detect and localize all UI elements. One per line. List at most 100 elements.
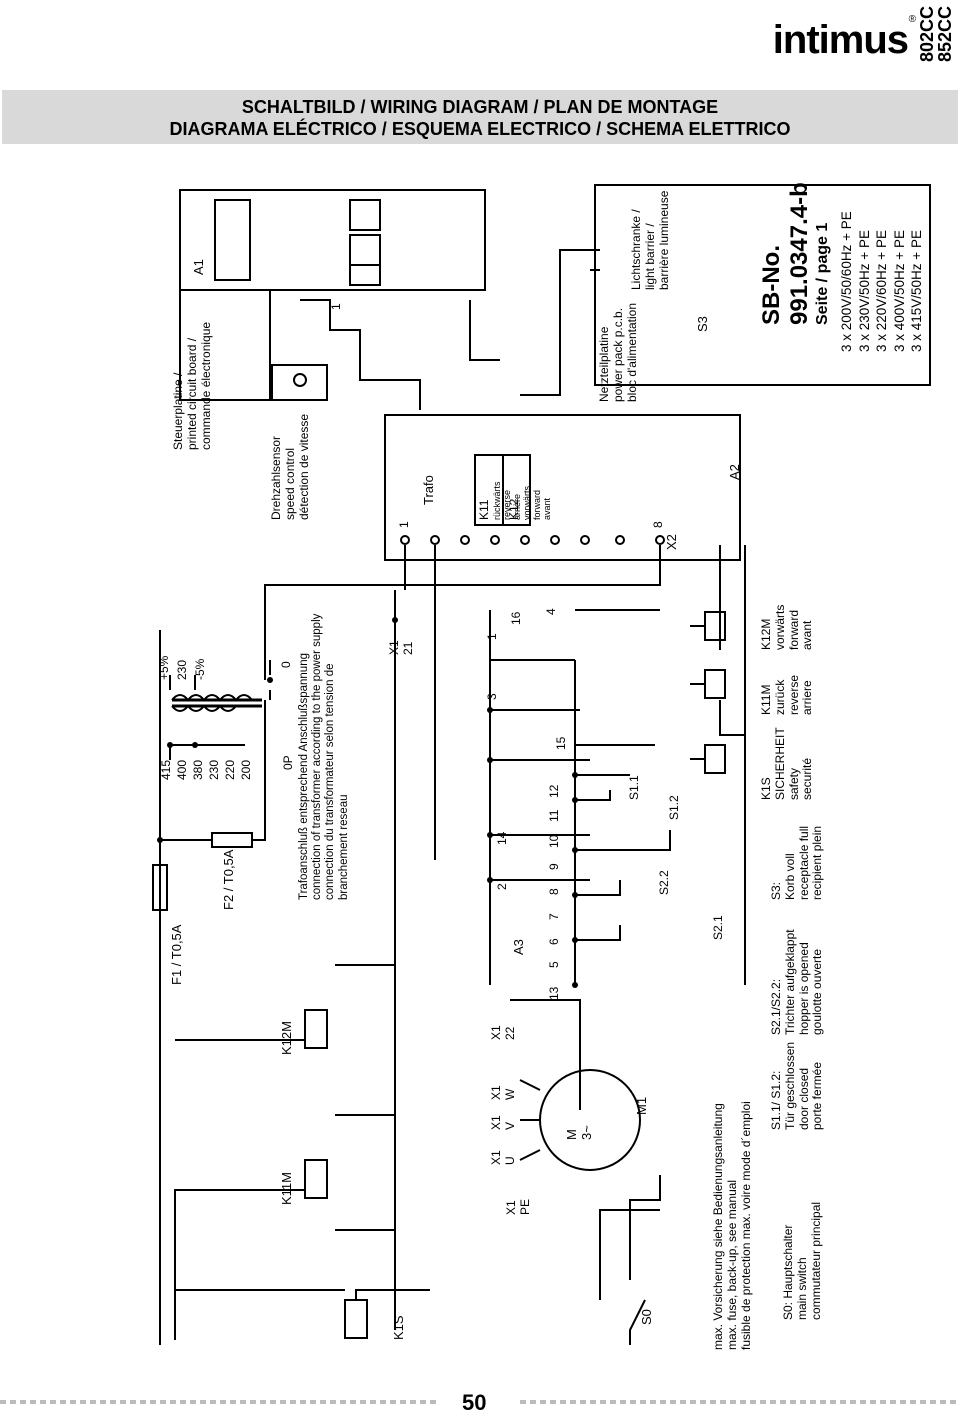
board-a1-en: printed circuit board / xyxy=(184,337,199,450)
a3-term-6: 6 xyxy=(547,938,561,945)
contactor-k11m-label: K11M xyxy=(279,1172,294,1205)
a3-term-9: 9 xyxy=(547,863,561,870)
sb-number: 991.0347.4-b xyxy=(786,182,813,325)
legend-s0-title: S0: Hauptschalter xyxy=(781,1224,795,1320)
legend-s0: S0: Hauptschalter main switch commutateu… xyxy=(781,1201,823,1320)
relay-k12-fr: avant xyxy=(542,497,553,520)
s22-label: S2.2 xyxy=(657,870,671,895)
board-a2-label: A2 xyxy=(727,464,742,480)
coil-k12m-fr: avant xyxy=(800,620,815,650)
legend-s0-fr: commutateur principal xyxy=(808,1201,823,1320)
sb-no-label: SB-No. xyxy=(758,245,785,325)
connector-x2-pin8: 8 xyxy=(651,521,665,528)
power-pack-fr: bloc d'alimentation xyxy=(624,302,639,402)
relay-k11-de: rückwärts xyxy=(491,481,502,520)
legend-s11-title: S1.1/ S1.2: xyxy=(769,1070,783,1130)
coil-k12m-en: forward xyxy=(786,609,801,650)
coil-k1s-label: K1S SICHERHEIT safety securité xyxy=(759,727,815,800)
legend-s3-de: Korb voll xyxy=(782,853,797,900)
light-barrier-en: light barrier / xyxy=(642,223,657,290)
a3-term-7: 7 xyxy=(547,913,561,920)
power-pack-en: power pack p.c.b. xyxy=(610,307,625,402)
page-number-box xyxy=(440,1385,520,1420)
connector-x2-pin1: 1 xyxy=(397,521,411,528)
legend-s3-fr: recipient plein xyxy=(810,825,825,900)
relay-k12-label: K12 vorwärts forward avant xyxy=(507,485,553,520)
contact-n4: 4 xyxy=(544,608,558,615)
s3-label: S3 xyxy=(695,316,710,332)
terminal-x1-21-prefix: X1 xyxy=(387,640,401,655)
motor-m: M xyxy=(564,1129,579,1140)
terminal-pe: PE xyxy=(517,1198,532,1215)
relay-k12-title: K12 xyxy=(507,498,521,520)
coil-k11m-en: reverse xyxy=(786,674,801,715)
voltage-220: 3 x 220V/60Hz + PE xyxy=(874,230,890,352)
legend-s3: S3: Korb voll receptacle full recipient … xyxy=(769,825,825,900)
legend-s21-en: hopper is opened xyxy=(796,942,811,1035)
main-switch-label: S0 xyxy=(639,1309,654,1325)
model-852cc: 852CC xyxy=(935,5,955,62)
coil-k12m-label: K12M vorwärts forward avant xyxy=(759,605,815,650)
sensor-fr: détection de vitesse xyxy=(296,413,311,520)
a3-term-10: 10 xyxy=(547,834,561,848)
legend-fuse-note: max. Vorsicherung siehe Bedienungsanleit… xyxy=(711,1101,753,1350)
terminal-22: 22 xyxy=(502,1026,517,1040)
legend-fuse-note-en: max. fuse, back-up, see manual xyxy=(724,1179,739,1350)
trafo-primary-400: 400 xyxy=(175,759,189,780)
board-a1-label: A1 xyxy=(191,259,206,275)
light-barrier-label: Lichtschranke / light barrier / barrière… xyxy=(629,191,671,290)
trafo-note-line-4: branchement reseau xyxy=(337,794,350,900)
legend-fuse-note-de: max. Vorsicherung siehe Bedienungsanleit… xyxy=(711,1103,725,1350)
terminal-u: U xyxy=(502,1156,517,1165)
model-802cc: 802CC xyxy=(917,5,937,62)
relay-k12-en: forward xyxy=(532,489,543,520)
a3-term-15: 15 xyxy=(554,736,568,750)
a3-term-12: 12 xyxy=(547,784,561,798)
light-barrier-de: Lichtschranke / xyxy=(629,209,643,290)
contactor-k1s-label: K1S xyxy=(391,1315,406,1340)
title-line-1: SCHALTBILD / WIRING DIAGRAM / PLAN DE MO… xyxy=(241,97,719,117)
harness-pin1: 1 xyxy=(329,303,343,310)
trafo-primary-415: 415 xyxy=(159,759,173,780)
contactor-k12m-label: K12M xyxy=(279,1021,294,1055)
voltage-400: 3 x 400V/50Hz + PE xyxy=(891,230,907,352)
trafo-box-label: Trafo xyxy=(421,475,436,505)
voltage-415: 3 x 415V/50Hz + PE xyxy=(909,230,925,352)
sensor-de: Drehzahlsensor xyxy=(269,435,283,520)
coil-k1s-en: safety xyxy=(786,767,801,800)
relay-k11-title: K11 xyxy=(477,499,491,520)
trafo-primary-zero: 0P xyxy=(281,755,295,770)
legend-s21-fr: goulotte ouverte xyxy=(810,948,825,1035)
motor-phase: 3~ xyxy=(578,1125,594,1140)
trafo-secondary-zero: 0 xyxy=(279,661,293,668)
legend-fuse-note-fr: fusible de protection max. voire mode d´… xyxy=(738,1101,753,1350)
sensor-label: Drehzahlsensor speed control détection d… xyxy=(269,413,311,520)
terminal-x1-u-prefix: X1 xyxy=(489,1150,503,1165)
terminal-v: V xyxy=(502,1121,517,1130)
sb-number-block: SB-No. 991.0347.4-b Seite / page 1 xyxy=(758,182,832,325)
relay-k12-de: vorwärts xyxy=(521,485,532,520)
s21-label: S2.1 xyxy=(711,915,725,940)
a3-term-13: 13 xyxy=(547,986,561,1000)
coil-k11m-label: K11M zurück reverse arriere xyxy=(759,674,815,715)
contact-n14: 14 xyxy=(495,831,509,845)
coil-k12m-title: K12M xyxy=(759,618,773,650)
terminal-x1-w-prefix: X1 xyxy=(489,1085,503,1100)
trafo-note-line-1: Trafoanschluß entsprechend Anschlußspann… xyxy=(298,653,310,900)
contact-n3: 3 xyxy=(485,693,499,700)
coil-k11m-fr: arriere xyxy=(800,680,815,715)
page-number: 50 xyxy=(462,1390,487,1415)
brand-logo: intimus xyxy=(772,18,909,62)
legend-s21-de: Trichter aufgeklappt xyxy=(782,929,797,1035)
trafo-secondary-minus5: -5% xyxy=(193,658,207,680)
power-pack-label: Netzteilplatine power pack p.c.b. bloc d… xyxy=(597,302,639,402)
legend-s21-title: S2.1/S2.2: xyxy=(769,978,783,1035)
voltage-list: 3 x 200V/50/60Hz + PE 3 x 230V/50Hz + PE… xyxy=(838,211,926,352)
trafo-secondary-230: 230 xyxy=(175,659,189,680)
s12-label: S1.2 xyxy=(667,795,681,820)
trafo-note: Trafoanschluß entsprechend Anschlußspann… xyxy=(298,614,351,900)
